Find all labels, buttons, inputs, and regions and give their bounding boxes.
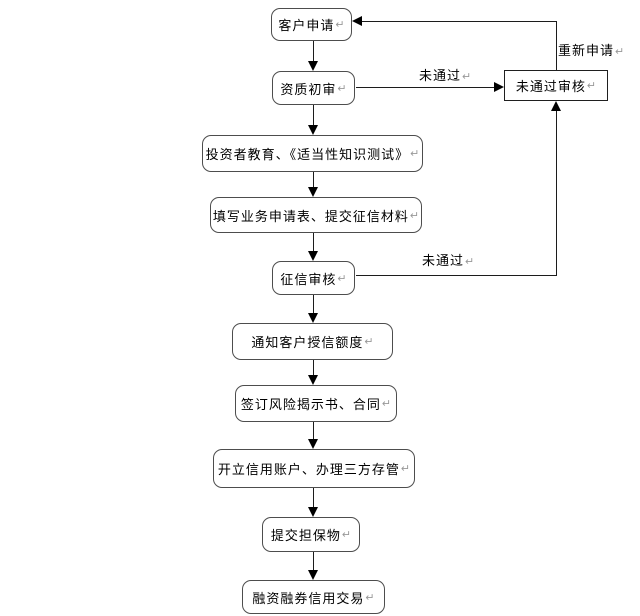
node-failed-review: 未通过审核↵: [504, 70, 608, 101]
arrowhead-down-icon: [308, 375, 318, 385]
arrowhead-right-icon: [494, 82, 504, 92]
connector-education-to-application: [313, 172, 314, 188]
node-margin-trading-label: 融资融券信用交易: [252, 590, 365, 606]
return-mark-icon: ↵: [409, 209, 420, 222]
connector-notify-to-sign: [313, 360, 314, 376]
node-sign-contract-label: 签订风险揭示书、合同: [240, 397, 381, 412]
return-mark-icon: ↵: [400, 463, 411, 475]
node-submit-collateral: 提交担保物↵: [262, 517, 360, 552]
connector-apply-to-qualification: [313, 41, 314, 62]
node-open-account: 开立信用账户、办理三方存管↵: [213, 449, 415, 488]
connector-failed-to-apply-vertical: [556, 21, 557, 70]
connector-open-account-to-collateral: [313, 488, 314, 508]
node-customer-apply-label: 客户申请: [278, 18, 335, 33]
return-mark-icon: ↵: [615, 46, 625, 58]
connector-credit-review-to-failed-vertical: [556, 111, 557, 276]
node-open-account-label: 开立信用账户、办理三方存管: [217, 462, 400, 477]
node-customer-apply: 客户申请↵: [271, 8, 352, 41]
return-mark-icon: ↵: [462, 71, 472, 83]
node-notify-credit-limit-label: 通知客户授信额度: [251, 335, 364, 350]
arrowhead-down-icon: [308, 61, 318, 71]
node-notify-credit-limit: 通知客户授信额度↵: [232, 323, 393, 360]
connector-credit-review-to-notify: [313, 295, 314, 314]
edge-label-not-passed-top: 未通过↵: [419, 65, 472, 84]
arrowhead-down-icon: [308, 125, 318, 135]
return-mark-icon: ↵: [364, 336, 374, 348]
connector-qualification-to-failed: [356, 87, 495, 88]
connector-application-to-credit-review: [313, 233, 314, 252]
return-mark-icon: ↵: [381, 398, 392, 410]
arrowhead-left-icon: [352, 16, 362, 26]
return-mark-icon: ↵: [335, 19, 345, 31]
arrowhead-up-icon: [551, 101, 561, 111]
edge-label-text: 未通过: [419, 68, 462, 83]
return-mark-icon: ↵: [337, 272, 347, 285]
node-qualification-review: 资质初审↵: [272, 71, 355, 105]
node-credit-review-label: 征信审核: [280, 271, 337, 287]
node-fill-application: 填写业务申请表、提交征信材料↵: [210, 197, 422, 233]
return-mark-icon: ↵: [586, 80, 597, 92]
connector-qualification-to-education: [313, 105, 314, 126]
arrowhead-down-icon: [308, 251, 318, 261]
arrowhead-down-icon: [308, 313, 318, 323]
edge-label-not-passed-bottom: 未通过↵: [422, 250, 475, 269]
edge-label-reapply: 重新申请↵: [558, 40, 625, 59]
node-sign-contract: 签订风险揭示书、合同↵: [235, 385, 397, 422]
node-submit-collateral-label: 提交担保物: [270, 528, 341, 543]
edge-label-text: 重新申请: [558, 43, 615, 58]
node-qualification-review-label: 资质初审: [280, 81, 337, 97]
return-mark-icon: ↵: [410, 148, 420, 160]
connector-collateral-to-trading: [313, 552, 314, 571]
connector-sign-to-open-account: [313, 422, 314, 440]
return-mark-icon: ↵: [365, 591, 375, 604]
node-margin-trading: 融资融券信用交易↵: [242, 580, 385, 614]
return-mark-icon: ↵: [337, 82, 347, 95]
arrowhead-down-icon: [308, 570, 318, 580]
node-credit-review: 征信审核↵: [272, 261, 355, 295]
connector-credit-review-to-failed-horizontal: [356, 275, 557, 276]
return-mark-icon: ↵: [341, 529, 352, 541]
node-investor-education: 投资者教育、《适当性知识测试》↵: [202, 135, 423, 172]
node-fill-application-label: 填写业务申请表、提交征信材料: [212, 208, 409, 224]
arrowhead-down-icon: [308, 439, 318, 449]
arrowhead-down-icon: [308, 187, 318, 197]
node-failed-review-label: 未通过审核: [515, 79, 586, 94]
arrowhead-down-icon: [308, 507, 318, 517]
return-mark-icon: ↵: [465, 256, 475, 268]
edge-label-text: 未通过: [422, 253, 465, 268]
node-investor-education-label: 投资者教育、《适当性知识测试》: [205, 147, 410, 162]
connector-failed-to-apply-horizontal: [361, 21, 557, 22]
